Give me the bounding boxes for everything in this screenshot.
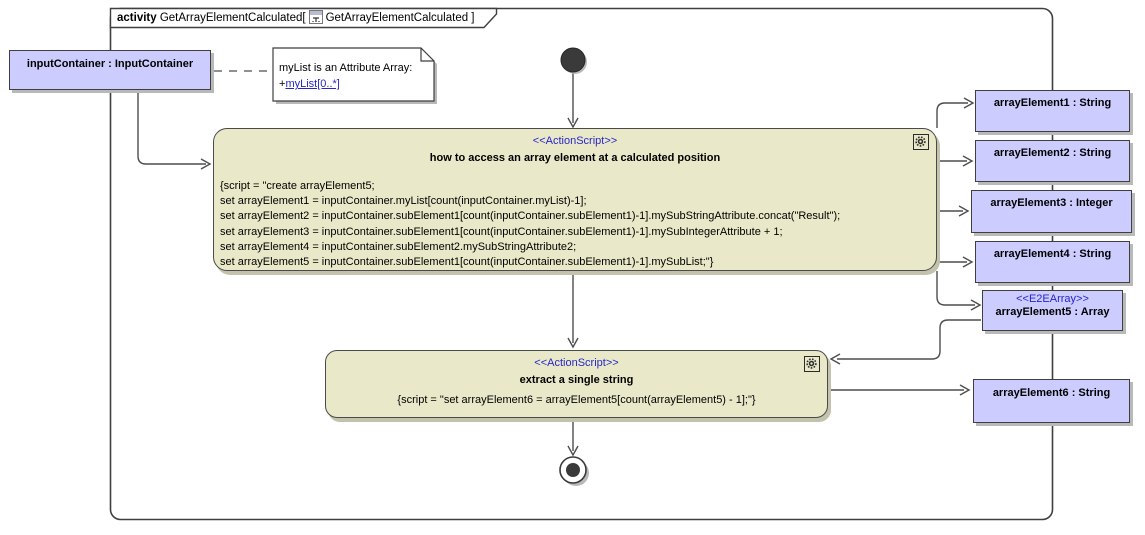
note-line1: myList is an Attribute Array: xyxy=(279,62,413,74)
final-node-dot xyxy=(566,463,580,477)
script-line: set arrayElement2 = inputContainer.subEl… xyxy=(220,210,841,223)
script-line: {script = "create arrayElement5; xyxy=(220,180,375,192)
arrowhead-down-icon xyxy=(567,117,579,129)
action-stereotype: <<ActionScript>> xyxy=(534,357,619,369)
object-input-container[interactable]: inputContainer : InputContainer xyxy=(9,50,211,90)
object-array-element-4[interactable]: arrayElement4 : String xyxy=(975,241,1130,283)
arrowhead-right-icon xyxy=(959,384,971,396)
activity-diagram-icon xyxy=(308,10,323,29)
script-line: set arrayElement5 = inputContainer.subEl… xyxy=(220,256,714,269)
action-name: how to access an array element at a calc… xyxy=(429,152,721,164)
action-extract-string[interactable]: <<ActionScript>> extract a single string… xyxy=(325,350,828,418)
initial-node[interactable] xyxy=(560,47,586,73)
note-link-prefix: + xyxy=(279,78,286,90)
object-array-element-3[interactable]: arrayElement3 : Integer xyxy=(971,190,1132,233)
note-fold-icon xyxy=(420,48,434,62)
control-flow-connectors xyxy=(137,72,982,457)
frame-keyword: activity xyxy=(117,12,157,24)
action-name: extract a single string xyxy=(519,374,634,386)
object-label: arrayElement6 : String xyxy=(992,387,1111,399)
note-attribute-link[interactable]: myList[0..*] xyxy=(285,78,340,90)
object-array-element-6[interactable]: arrayElement6 : String xyxy=(973,379,1130,423)
object-label: arrayElement2 : String xyxy=(993,147,1112,159)
object-label: arrayElement5 : Array xyxy=(995,306,1110,318)
script-line: {script = "set arrayElement6 = arrayElem… xyxy=(397,394,756,406)
arrowhead-right-icon xyxy=(970,299,982,311)
script-line: set arrayElement3 = inputContainer.subEl… xyxy=(220,225,783,238)
behavior-gear-icon xyxy=(804,356,820,372)
arrowhead-down-icon xyxy=(567,445,579,457)
arrowhead-right-icon xyxy=(962,155,974,167)
action-stereotype: <<ActionScript>> xyxy=(532,135,618,147)
object-array-element-2[interactable]: arrayElement2 : String xyxy=(975,140,1130,182)
action-script-block: {script = "create arrayElement5; set arr… xyxy=(220,179,840,270)
behavior-gear-icon xyxy=(913,134,929,150)
object-label: arrayElement1 : String xyxy=(993,97,1112,109)
object-array-element-5[interactable]: <<E2EArray>> arrayElement5 : Array xyxy=(982,290,1123,331)
object-label: inputContainer : InputContainer xyxy=(26,58,194,70)
object-label: arrayElement4 : String xyxy=(993,248,1112,260)
object-stereotype: <<E2EArray>> xyxy=(1016,293,1089,305)
activity-frame-tab[interactable] xyxy=(109,7,498,29)
action-calc-position[interactable]: <<ActionScript>> how to access an array … xyxy=(213,128,937,271)
arrowhead-right-icon xyxy=(958,205,970,217)
arrowhead-right-icon xyxy=(200,158,212,170)
arrowhead-right-icon xyxy=(963,97,975,109)
note-shape[interactable] xyxy=(272,47,435,102)
arrowhead-down-icon xyxy=(567,337,579,349)
script-line: set arrayElement1 = inputContainer.myLis… xyxy=(220,195,587,208)
object-label: arrayElement3 : Integer xyxy=(990,197,1113,209)
object-array-element-1[interactable]: arrayElement1 : String xyxy=(975,90,1130,132)
script-line: set arrayElement4 = inputContainer.subEl… xyxy=(220,240,577,253)
arrowhead-left-icon xyxy=(829,353,841,365)
arrowhead-right-icon xyxy=(962,256,974,268)
frame-name-right: GetArrayElementCalculated ] xyxy=(325,12,475,24)
frame-name-left: GetArrayElementCalculated[ xyxy=(159,12,306,24)
activity-frame-title: activity GetArrayElementCalculated[ GetAr… xyxy=(117,10,475,29)
note-text: myList is an Attribute Array: +myList[0.… xyxy=(279,60,412,92)
